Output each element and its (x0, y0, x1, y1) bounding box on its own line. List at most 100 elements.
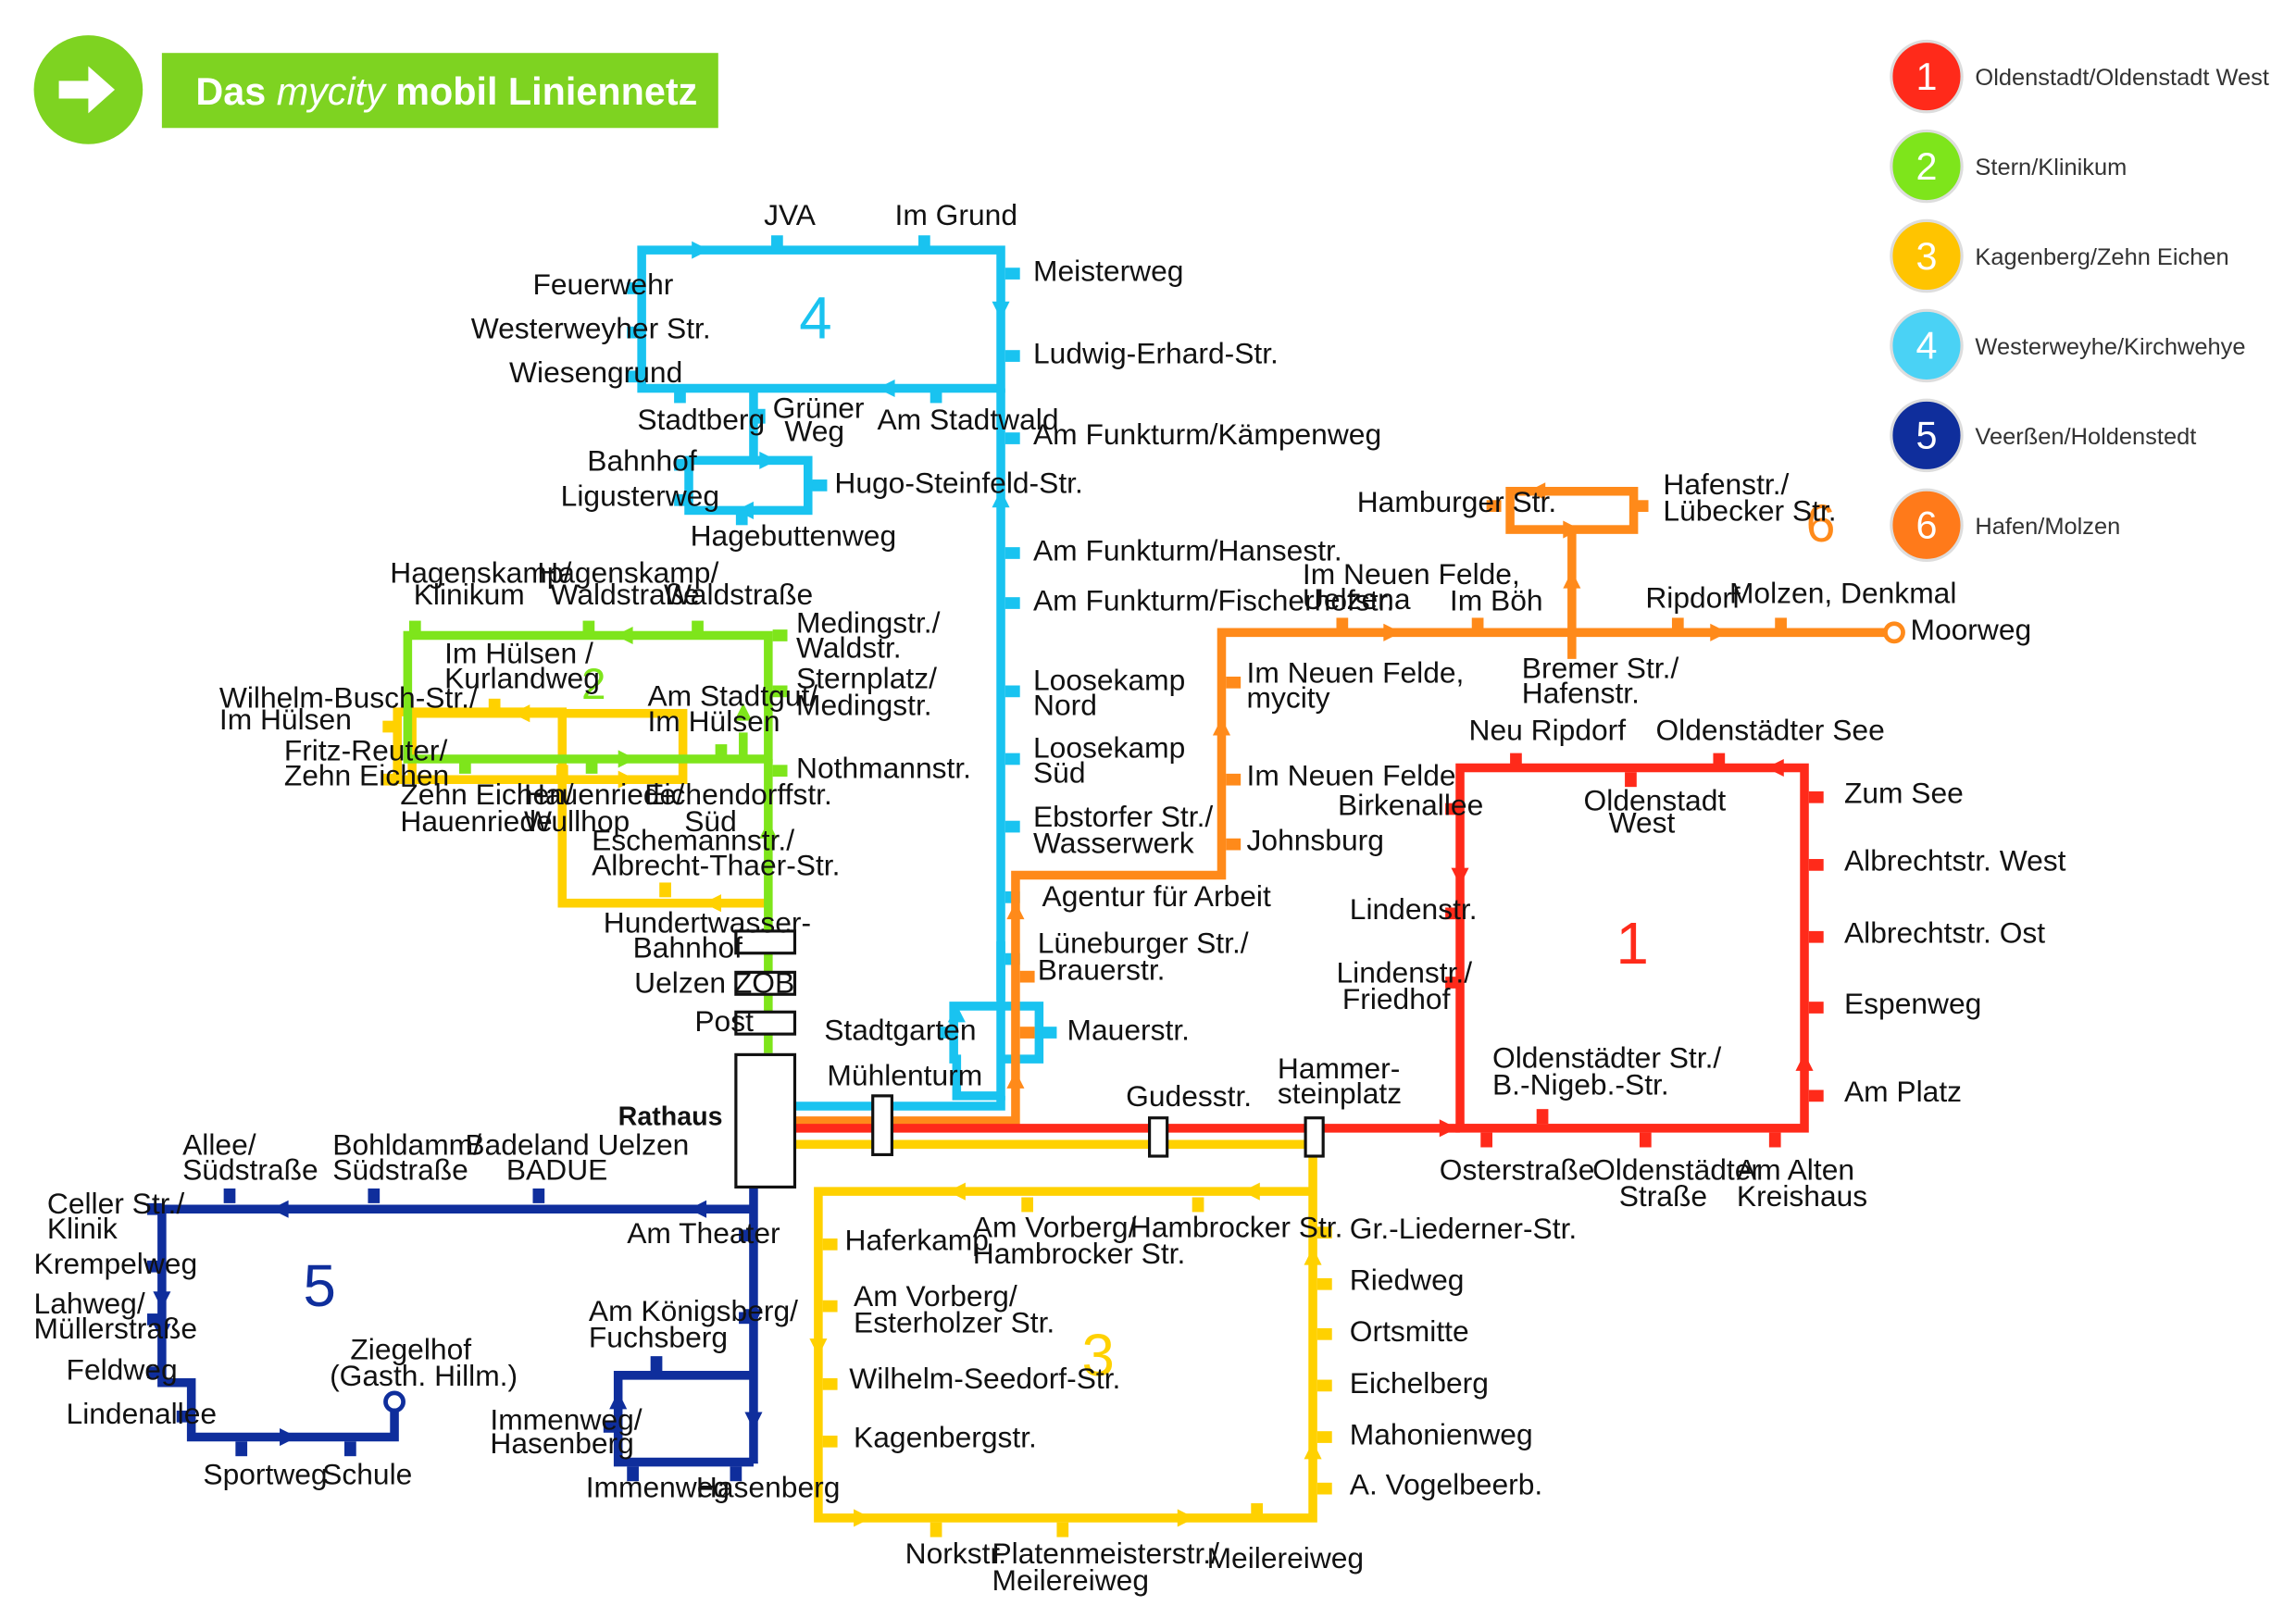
legend-label: Westerweyhe/Kirchwehye (1975, 334, 2245, 360)
legend-label: Veerßen/Holdenstedt (1975, 424, 2196, 450)
stop-muehlenturm: Mühlenturm (827, 1059, 982, 1092)
stop-neu-ripdorf: Neu Ripdorf (1469, 713, 1627, 746)
line-5-arrows (153, 1200, 763, 1447)
stop-funkturm-kaempenweg: Am Funkturm/Kämpenweg (1033, 417, 1381, 451)
legend-badge (1890, 129, 1964, 204)
legend-badge (1890, 398, 1964, 473)
stop-espenweg: Espenweg (1844, 987, 1981, 1020)
stop-lindenstr: Lindenstr. (1350, 892, 1478, 926)
stop-medingstr: Medingstr./ (796, 605, 941, 639)
stop-alten-kreishaus: Am Alten (1737, 1152, 1854, 1186)
stop-eichelberg: Eichelberg (1350, 1366, 1489, 1400)
stop-ripdorf: Ripdorf (1645, 580, 1741, 614)
stop-eschemann: Eschemannstr./ (592, 824, 794, 857)
legend-number: 1 (1915, 56, 1937, 98)
stop-oldenstadt-west-2: West (1609, 805, 1676, 839)
stop-zehn-eichen: Zehn Eichen/ (400, 778, 573, 811)
stop-westerweyher: Westerweyher Str. (471, 311, 711, 344)
stop-molzen: Molzen, Denkmal (1729, 577, 1956, 610)
line-5-stops (146, 1188, 754, 1482)
stop-hagebuttenweg: Hagebuttenweg (691, 519, 897, 553)
stop-im-huelsen-2: Kurlandweg (444, 662, 600, 695)
line-6-stops (1019, 500, 1787, 1039)
stop-eichendorff-2: Süd (684, 804, 737, 838)
stop-lahweg: Lahweg/ (34, 1287, 145, 1320)
line-3-stops (382, 698, 1332, 1537)
stop-labels: JVA Im Grund Meisterweg Feuerwehr Wester… (34, 198, 2066, 1597)
stop-lueneburger-2: Brauerstr. (1038, 952, 1166, 986)
stop-hundertwasser-box (734, 929, 797, 955)
stop-oldenstaedter-str-2: B.-Nigeb.-Str. (1492, 1067, 1669, 1101)
hub-stations (734, 929, 1325, 1189)
stop-alten-kreishaus-2: Kreishaus (1737, 1179, 1867, 1213)
stop-haferkamp: Haferkamp (845, 1224, 989, 1257)
legend-badge (1890, 39, 1964, 114)
line-1[interactable] (794, 763, 1809, 1133)
stop-celler-str-2: Klinik (47, 1212, 118, 1245)
stop-ludwig-erhard: Ludwig-Erhard-Str. (1033, 337, 1279, 370)
stop-hafenstr-2: Lübecker Str. (1663, 494, 1836, 528)
stop-gudesstr-box (1148, 1116, 1169, 1158)
stop-zum-see: Zum See (1844, 777, 1964, 810)
stop-lindenallee: Lindenallee (67, 1397, 218, 1430)
stop-lahweg-2: Müllerstraße (34, 1312, 198, 1345)
line-5-number: 5 (303, 1253, 335, 1319)
stop-immenweg-hasenberg-2: Hasenberg (490, 1426, 633, 1460)
stop-osterstrasse: Osterstraße (1440, 1152, 1595, 1186)
stop-hagenskamp-waldstrasse: Hagenskamp/ (537, 555, 718, 589)
stop-wilhelm-busch: Wilhelm-Busch-Str./ (219, 680, 478, 714)
stop-post-box (734, 1010, 797, 1036)
stop-bohldamm-2: Südstraße (332, 1152, 468, 1186)
stop-neue-felde-uelzena: Im Neuen Felde, (1303, 557, 1520, 591)
line-6-number: 6 (1806, 494, 1836, 554)
legend-label: Kagenberg/Zehn Eichen (1975, 244, 2228, 270)
line-3-number: 3 (1081, 1323, 1114, 1388)
stop-am-platz: Am Platz (1844, 1075, 1962, 1108)
legend-badge (1890, 488, 1964, 563)
header: Das mycity mobil Liniennetz (33, 35, 718, 144)
stop-hammer-box (1304, 1116, 1325, 1158)
stop-ligusterweg: Ligusterweg (561, 479, 719, 513)
stop-ortsmitte: Ortsmitte (1350, 1314, 1469, 1348)
stop-birkenallee: Birkenallee (1338, 788, 1483, 821)
stop-wilhelm-busch-2: Im Hülsen (219, 703, 352, 736)
line-2-number: 2 (581, 660, 606, 709)
stop-bohldamm: Bohldamm/ (332, 1127, 481, 1161)
stop-mahonienweg: Mahonienweg (1350, 1417, 1533, 1450)
stop-gruener-weg-2: Weg (784, 415, 844, 448)
stop-loosekamp-nord: Loosekamp (1033, 663, 1185, 696)
stop-oldenstaedter-strasse-2: Straße (1619, 1179, 1707, 1213)
stop-muehlenturm-box (871, 1094, 893, 1157)
legend-number: 5 (1915, 415, 1937, 457)
stop-gudesstr: Gudesstr. (1126, 1079, 1252, 1113)
stop-bremer-str-2: Hafenstr. (1522, 677, 1640, 710)
stop-gr-liederner: Gr.-Liederner-Str. (1350, 1212, 1577, 1245)
stop-immenweg-hasenberg: Immenweg/ (490, 1403, 642, 1437)
legend-number: 6 (1915, 504, 1937, 547)
stop-feuerwehr: Feuerwehr (532, 268, 673, 301)
legend-label: Oldenstadt/Oldenstadt West (1975, 65, 2269, 91)
stop-hambrocker: Hambrocker Str. (1130, 1210, 1343, 1243)
stop-neue-felde-mycity: Im Neuen Felde, (1247, 655, 1465, 689)
stop-am-theater: Am Theater (627, 1216, 780, 1250)
stop-feldweg: Feldweg (67, 1353, 178, 1387)
stop-mauerstr: Mauerstr. (1067, 1013, 1190, 1046)
legend-number: 2 (1915, 145, 1937, 188)
stop-oldenstaedter-strasse: Oldenstädter (1592, 1152, 1761, 1186)
stop-oldenstaedter-see: Oldenstädter See (1655, 713, 1884, 746)
stop-post: Post (694, 1004, 754, 1038)
hub-rathaus-label: Rathaus (618, 1102, 723, 1132)
stop-hasenberg: Hasenberg (696, 1471, 840, 1504)
stop-stadtberg: Stadtberg (637, 403, 765, 436)
stop-johnsburg: Johnsburg (1247, 824, 1384, 857)
legend-item-4: 4 Westerweyhe/Kirchwehye (1890, 308, 2246, 383)
stop-koenigsberg-2: Fuchsberg (589, 1321, 728, 1354)
legend-number: 4 (1915, 325, 1937, 367)
stop-eschemann-2: Albrecht-Thaer-Str. (592, 849, 840, 882)
stop-oldenstadt-west: Oldenstadt (1584, 784, 1727, 817)
stop-sternplatz-2: Medingstr. (796, 688, 932, 721)
title-banner (161, 53, 718, 129)
stop-uelzen-zob: Uelzen ZOB (634, 966, 794, 1000)
